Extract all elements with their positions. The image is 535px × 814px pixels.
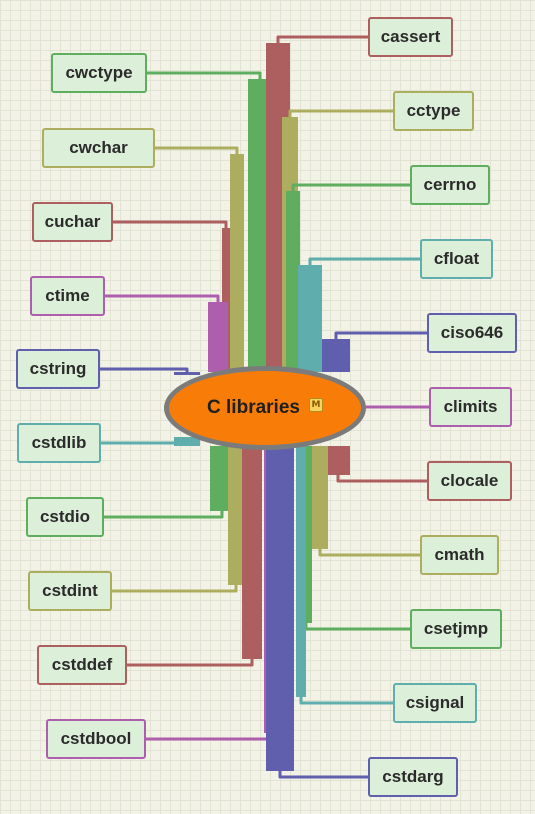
topic-label: ciso646	[440, 323, 504, 342]
topic-label: cctype	[406, 101, 461, 120]
topic-node-climits[interactable]: climits	[429, 387, 512, 427]
topic-node-csetjmp[interactable]: csetjmp	[410, 609, 502, 649]
connector-clocale	[336, 446, 427, 483]
topic-node-cassert[interactable]: cassert	[368, 17, 453, 57]
topic-label: ctime	[45, 286, 90, 305]
topic-label: csetjmp	[423, 619, 489, 638]
topic-label: cstdint	[42, 581, 98, 600]
topic-label: cstddef	[51, 655, 113, 674]
topic-label: cerrno	[423, 175, 477, 194]
topic-node-cstring[interactable]: cstring	[16, 349, 100, 389]
topic-label: cstdlib	[31, 433, 87, 452]
topic-node-cfloat[interactable]: cfloat	[420, 239, 493, 279]
central-topic-c-libraries[interactable]: C libraries M	[164, 366, 366, 450]
topic-node-cuchar[interactable]: cuchar	[32, 202, 113, 242]
topic-label: cmath	[434, 545, 485, 564]
topic-node-cerrno[interactable]: cerrno	[410, 165, 490, 205]
central-topic-label: C libraries	[207, 397, 300, 418]
topic-label: climits	[443, 397, 498, 416]
topic-label: cstdbool	[60, 729, 132, 748]
topic-node-cstddef[interactable]: cstddef	[37, 645, 127, 685]
topic-node-clocale[interactable]: clocale	[427, 461, 512, 501]
topic-label: cstring	[29, 359, 87, 378]
topic-label: cassert	[380, 27, 441, 46]
topic-node-cstdlib[interactable]: cstdlib	[17, 423, 101, 463]
map-marker-icon: M	[308, 398, 323, 412]
topic-node-cwctype[interactable]: cwctype	[51, 53, 147, 93]
topic-node-ciso646[interactable]: ciso646	[427, 313, 517, 353]
topic-label: cstdarg	[382, 767, 444, 786]
topic-node-cstdbool[interactable]: cstdbool	[46, 719, 146, 759]
topic-node-cwchar[interactable]: cwchar	[42, 128, 155, 168]
topic-label: cfloat	[433, 249, 480, 268]
topic-node-ctime[interactable]: ctime	[30, 276, 105, 316]
topic-label: clocale	[440, 471, 499, 490]
topic-label: cwctype	[65, 63, 133, 82]
connector-cstdio	[104, 446, 224, 519]
topic-node-cctype[interactable]: cctype	[393, 91, 474, 131]
topic-label: cuchar	[44, 212, 101, 231]
topic-label: cwchar	[69, 138, 128, 157]
topic-node-cstdarg[interactable]: cstdarg	[368, 757, 458, 797]
connector-ctime	[105, 294, 220, 372]
connector-cstring	[100, 367, 189, 372]
topic-label: cstdio	[39, 507, 91, 526]
topic-node-csignal[interactable]: csignal	[393, 683, 477, 723]
topic-node-cstdint[interactable]: cstdint	[28, 571, 112, 611]
topic-node-cmath[interactable]: cmath	[420, 535, 499, 575]
topic-label: csignal	[405, 693, 465, 712]
topic-node-cstdio[interactable]: cstdio	[26, 497, 104, 537]
